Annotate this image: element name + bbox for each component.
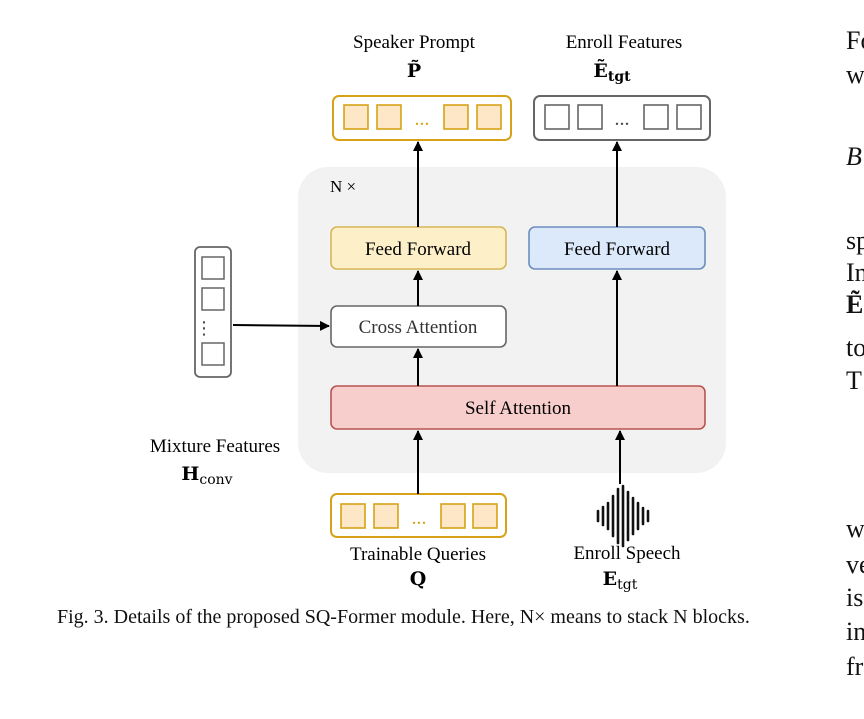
trainable-queries-token: [340, 503, 366, 529]
trainable-queries-token: [472, 503, 498, 529]
right-column-fragment: in: [846, 617, 864, 646]
mixture-features-token: [201, 287, 225, 311]
right-column-fragment: In: [846, 258, 864, 287]
waveform-icon: [596, 484, 650, 548]
feed-forward-left-label: Feed Forward: [365, 239, 472, 260]
enroll-speech-symbol-base: E: [603, 568, 617, 590]
speaker-prompt-token: [376, 104, 402, 130]
right-column-fragment: T: [846, 366, 862, 395]
enroll-speech-title: Enroll Speech: [573, 543, 681, 564]
right-column-fragment: to: [846, 333, 864, 362]
enroll-features-token: [577, 104, 603, 130]
trainable-queries-ellipsis: ...: [412, 507, 427, 529]
right-column-fragment: B: [846, 142, 862, 171]
right-column-fragment: Ẽ: [846, 290, 864, 319]
mixture-features-token: [201, 342, 225, 366]
right-column-fragment: Fo: [846, 26, 864, 55]
feed-forward-right-label: Feed Forward: [564, 239, 671, 260]
enroll-speech-symbol-subscript: tgt: [617, 577, 638, 593]
mixture-features-token: [201, 256, 225, 280]
right-column-fragment: sp: [846, 226, 864, 255]
self-attention-block: [330, 385, 706, 430]
speaker-prompt-symbol: P̃: [407, 60, 421, 82]
speaker-prompt-token: [443, 104, 469, 130]
enroll-features-token: [643, 104, 669, 130]
sq-former-diagram: N × Speaker Prompt P̃ ... Enroll Feature…: [150, 32, 726, 593]
trainable-queries-token: [373, 503, 399, 529]
enroll-features-title: Enroll Features: [566, 32, 683, 53]
speaker-prompt-token: [476, 104, 502, 130]
arrow-mixture-to-cross-attention: [232, 320, 330, 331]
mixture-features-title: Mixture Features: [150, 436, 280, 457]
trainable-queries-token: [440, 503, 466, 529]
speaker-prompt-token: [343, 104, 369, 130]
mixture-features-ellipsis: ⋮: [195, 318, 213, 339]
right-column-fragment: ve: [846, 550, 864, 579]
enroll-features-symbol-base: Ẽ: [593, 59, 607, 82]
enroll-features-symbol: Ẽtgt: [593, 59, 631, 85]
trainable-queries-title: Trainable Queries: [350, 544, 486, 565]
speaker-prompt-title: Speaker Prompt: [353, 32, 476, 53]
enroll-features-token: [676, 104, 702, 130]
enroll-features-symbol-subscript: tgt: [608, 69, 631, 85]
enroll-features-token: [544, 104, 570, 130]
right-column-text-fragments: Fo w B sp In Ẽ to T w ve is in fr: [846, 0, 864, 719]
block-repeat-label: N ×: [330, 177, 356, 196]
right-column-fragment: is: [846, 583, 864, 612]
flow-arrows: [232, 141, 625, 494]
right-column-fragment: w: [846, 60, 864, 89]
enroll-speech-symbol: Etgt: [603, 568, 638, 593]
speaker-prompt-ellipsis: ...: [415, 108, 430, 130]
mixture-features-symbol-subscript: conv: [199, 472, 232, 488]
mixture-features-symbol: Hconv: [181, 463, 232, 488]
enroll-features-ellipsis: ...: [615, 108, 630, 130]
figure-caption: Fig. 3. Details of the proposed SQ-Forme…: [57, 606, 750, 628]
mixture-features-symbol-base: H: [181, 463, 199, 485]
self-attention-label: Self Attention: [465, 398, 572, 419]
trainable-queries-symbol: Q: [410, 568, 427, 590]
cross-attention-label: Cross Attention: [359, 317, 478, 338]
right-column-fragment: fr: [846, 652, 864, 681]
right-column-fragment: w: [846, 514, 864, 543]
